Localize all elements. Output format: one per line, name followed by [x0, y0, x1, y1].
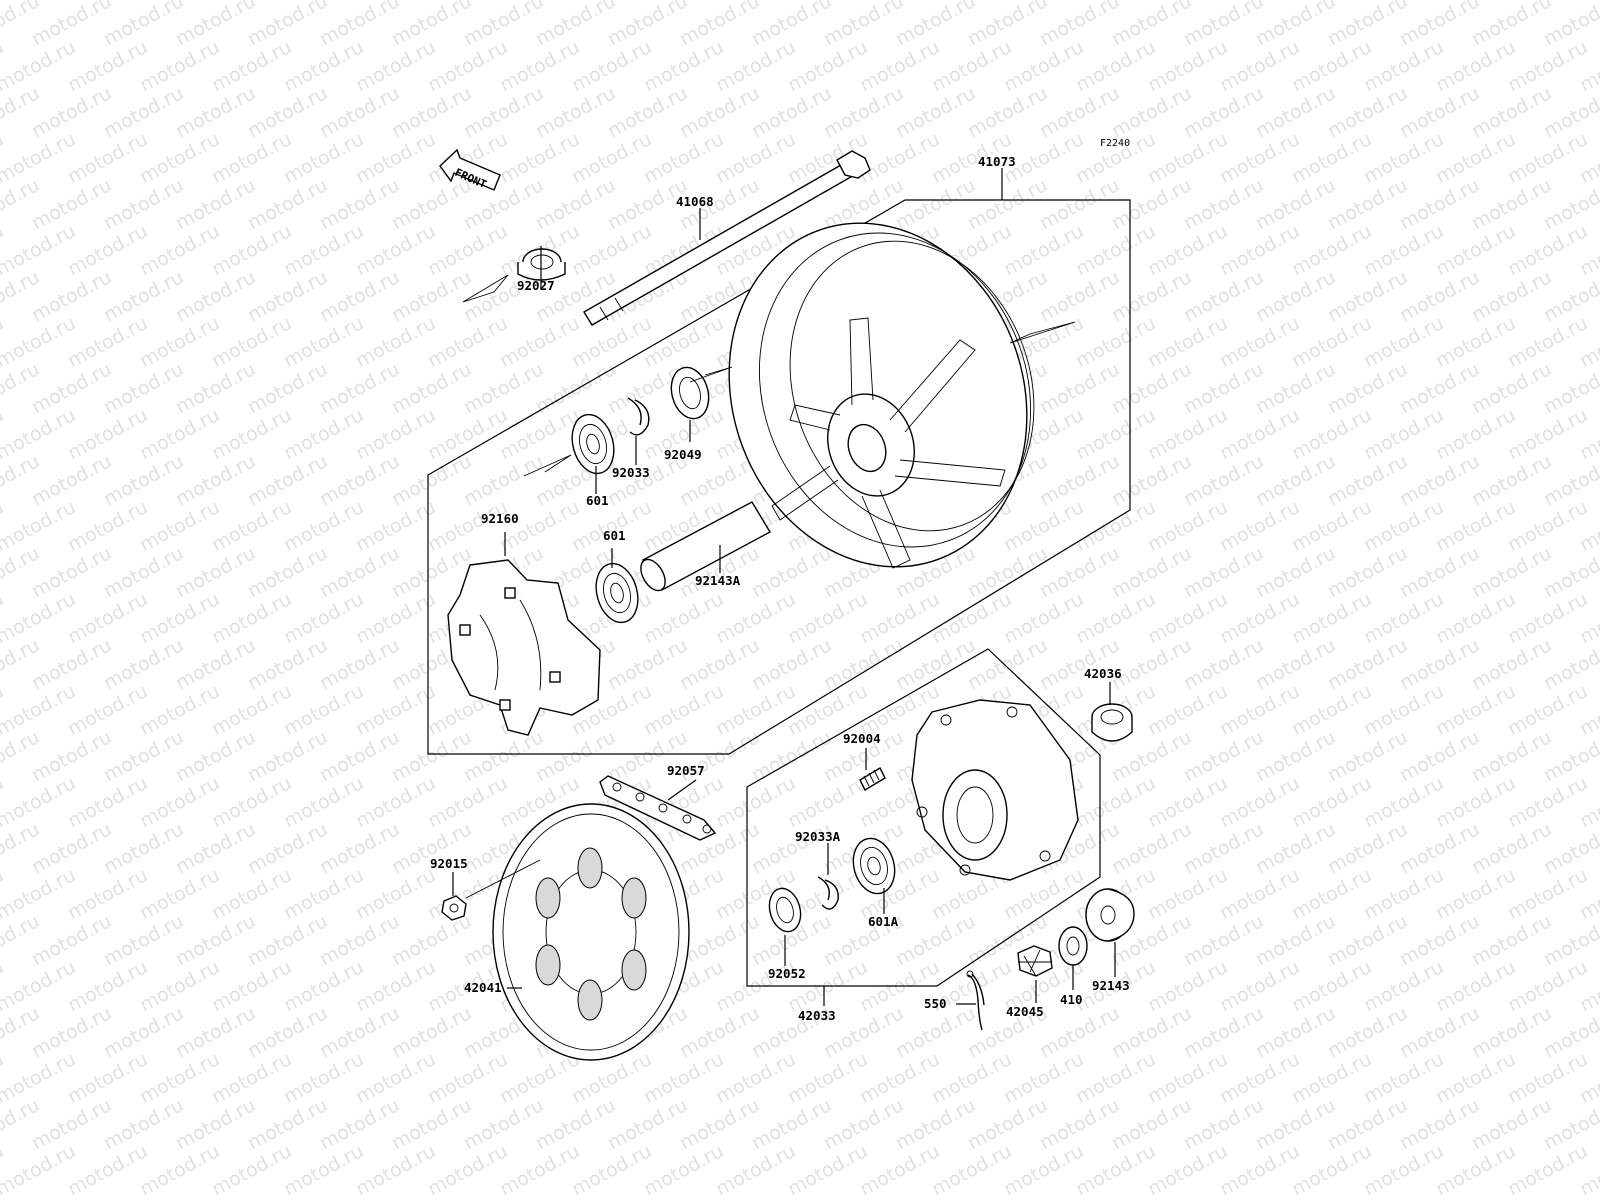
label-550: 550	[924, 996, 947, 1011]
label-42036: 42036	[1084, 666, 1122, 681]
wheel-bearing-upper	[571, 413, 615, 475]
label-601A: 601A	[868, 914, 899, 929]
label-92015: 92015	[430, 856, 468, 871]
oil-seal-upper	[670, 366, 710, 420]
coupling-seal	[768, 887, 802, 933]
rear-axle	[583, 150, 871, 326]
label-92052: 92052	[768, 966, 806, 981]
wheel-group-frame	[427, 199, 1131, 755]
sprocket-coupling	[911, 699, 1079, 881]
label-92057: 92057	[667, 763, 705, 778]
label-92049: 92049	[664, 447, 702, 462]
wheel-collar-left	[517, 248, 566, 281]
inner-spacer	[640, 501, 771, 592]
circlip-coupling	[817, 876, 839, 910]
label-92004: 92004	[843, 731, 881, 746]
outer-spacer	[1085, 888, 1135, 942]
axle-nut	[1017, 945, 1053, 977]
label-92143A: 92143A	[695, 573, 741, 588]
cotter-pin	[966, 970, 985, 1031]
label-92160: 92160	[481, 511, 519, 526]
label-410: 410	[1060, 992, 1083, 1007]
label-92033A: 92033A	[795, 829, 841, 844]
label-92027: 92027	[517, 278, 555, 293]
circlip-upper	[627, 397, 650, 436]
axle-washer	[1058, 926, 1088, 966]
hub-damper	[447, 559, 601, 736]
sprocket-nut	[441, 895, 467, 921]
rear-sprocket	[492, 803, 690, 1061]
rear-wheel	[728, 222, 1035, 569]
label-92143: 92143	[1092, 978, 1130, 993]
watermark-text: motod.ru	[1576, 0, 1600, 4]
label-42045: 42045	[1006, 1004, 1044, 1019]
wheel-bearing-lower	[595, 562, 639, 624]
coupling-group-frame	[746, 648, 1101, 987]
label-42033: 42033	[798, 1008, 836, 1023]
label-41073: 41073	[978, 154, 1016, 169]
label-41068: 41068	[676, 194, 714, 209]
coupling-collar	[1091, 703, 1133, 742]
label-601-upper: 601	[586, 493, 609, 508]
label-92033: 92033	[612, 465, 650, 480]
drive-chain-link	[599, 775, 717, 841]
figure-code: F2240	[1100, 138, 1130, 149]
coupling-bearing	[852, 837, 896, 895]
label-42041: 42041	[464, 980, 502, 995]
coupling-stud	[859, 767, 886, 791]
label-601-lower: 601	[603, 528, 626, 543]
